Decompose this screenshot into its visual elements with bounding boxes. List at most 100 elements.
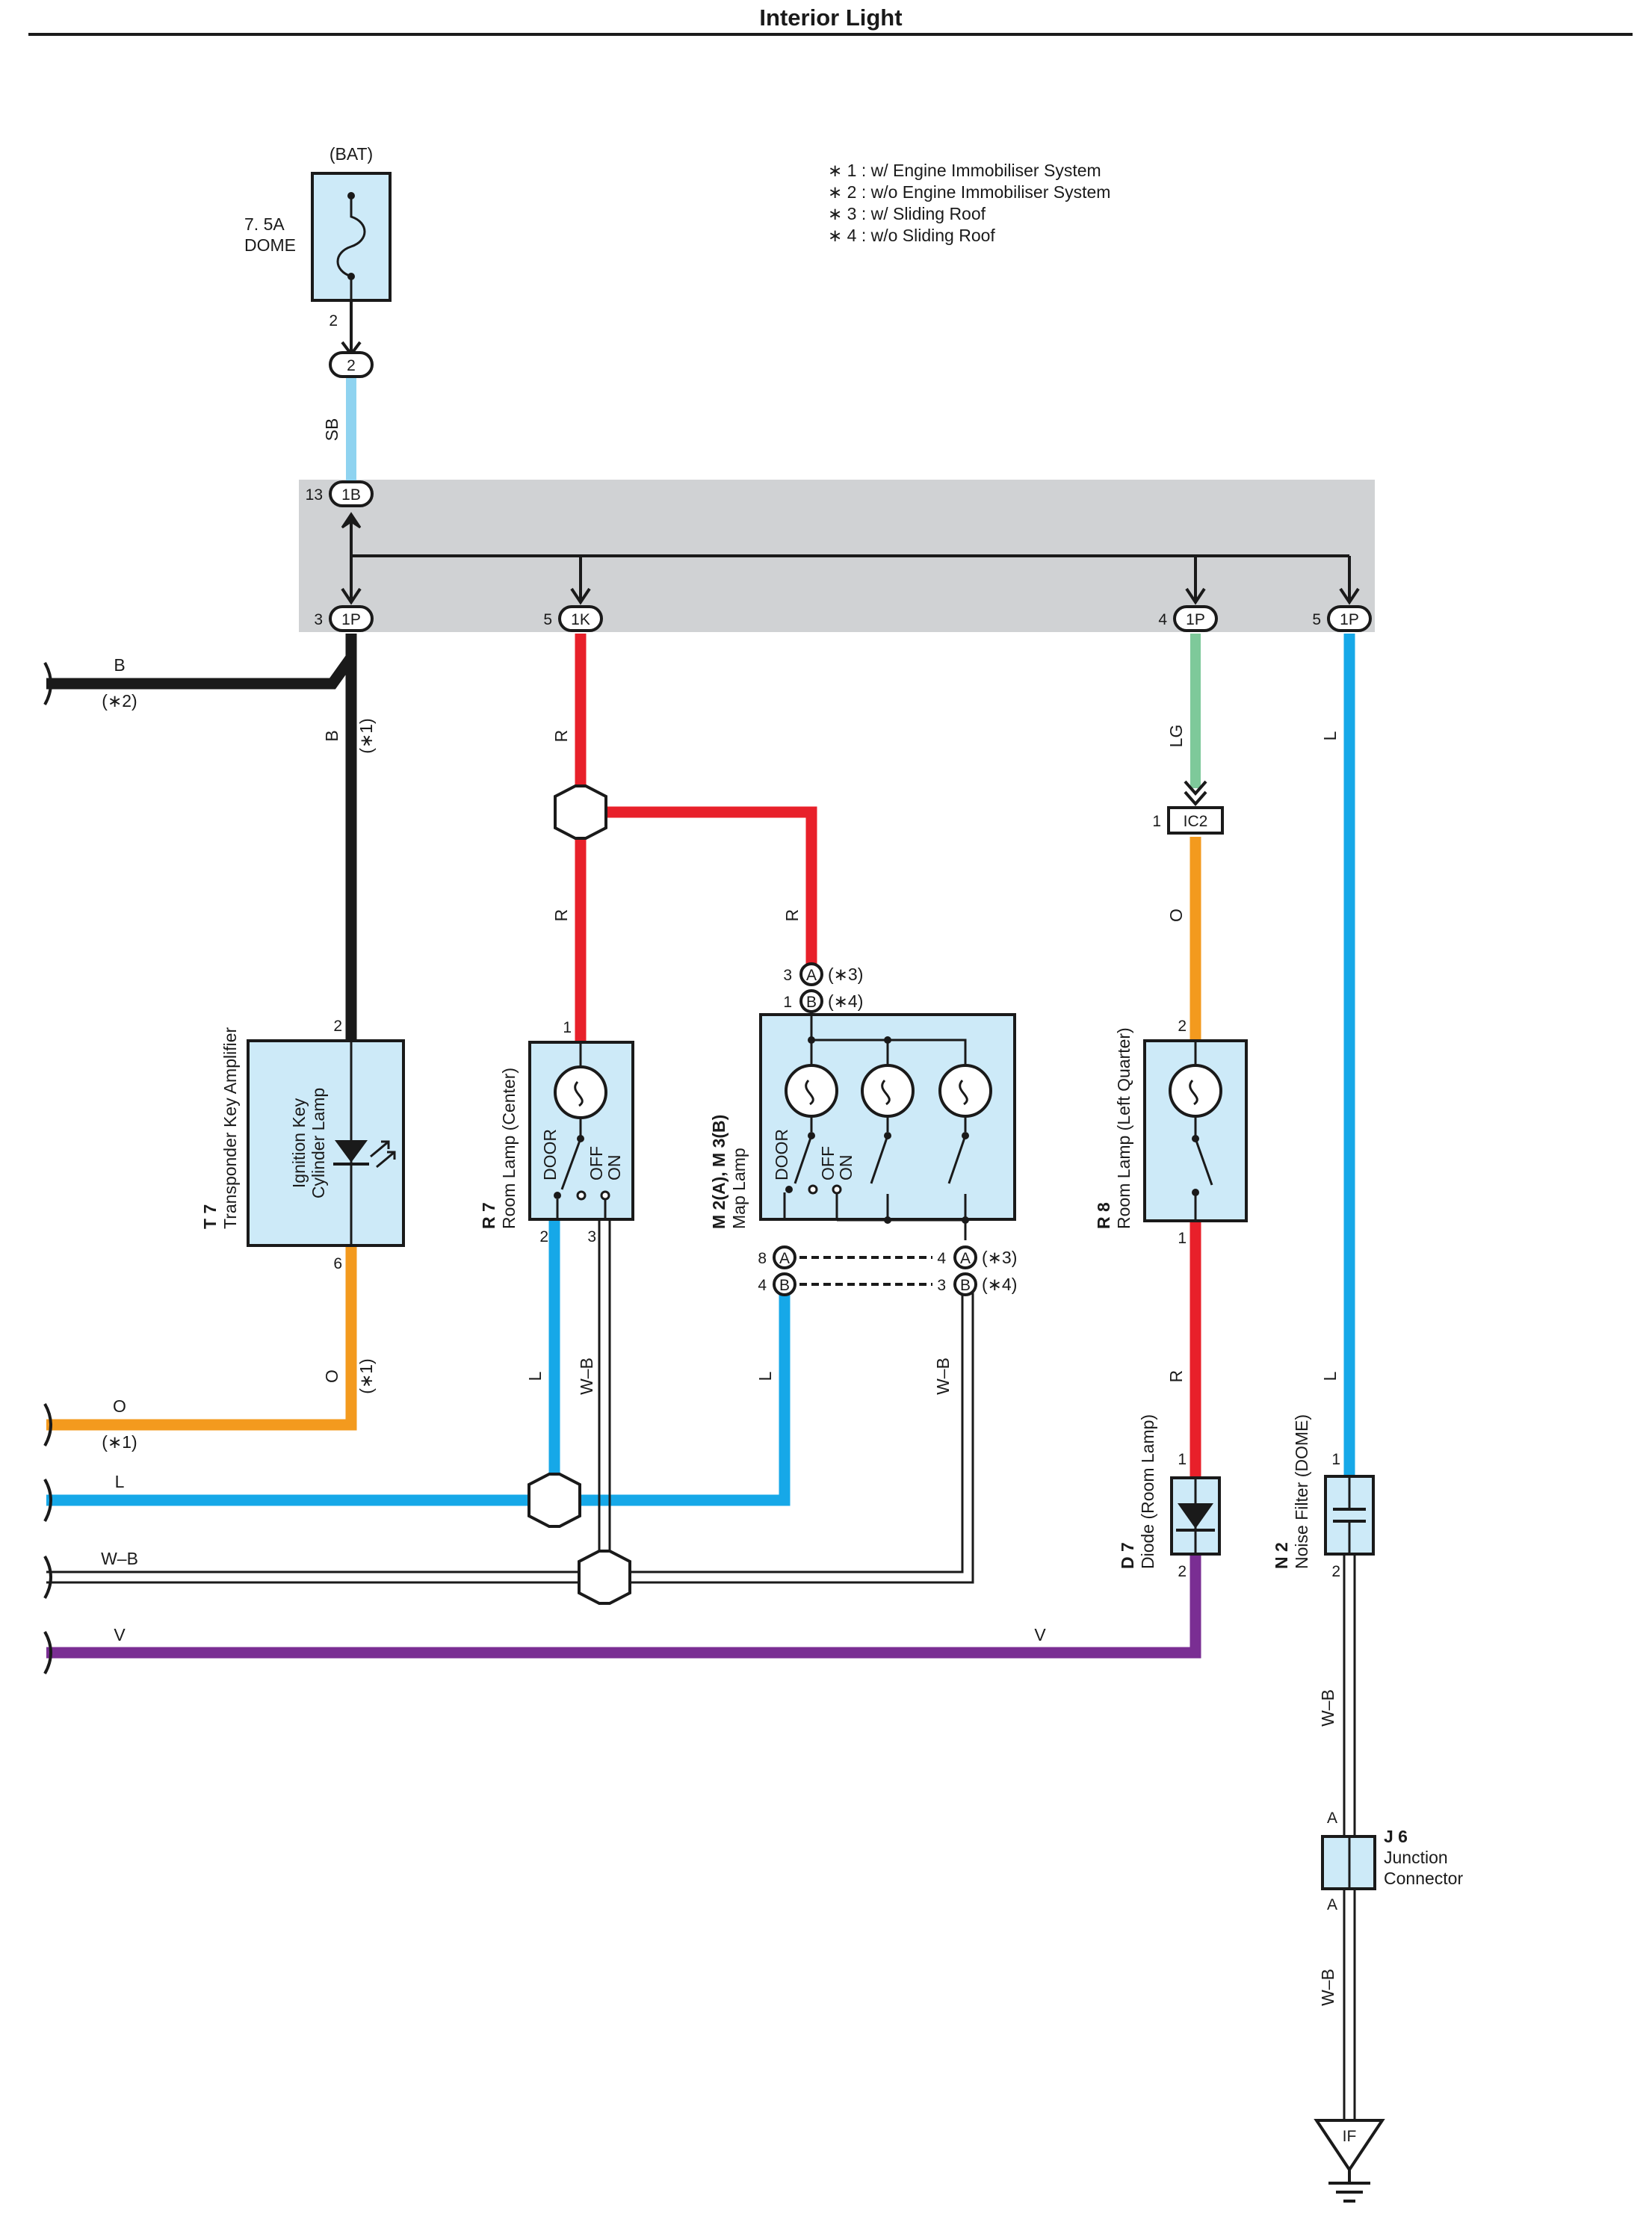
connector-1p-5: 1P (1327, 605, 1372, 632)
connector-1p-3-pin: 3 (314, 611, 323, 628)
fuse-source-label: (BAT) (330, 144, 373, 164)
ic2-pin-label: 1 (1152, 813, 1161, 830)
r8-name: Room Lamp (Left Quarter) (1114, 1027, 1133, 1229)
map-top-a-pin: 3 (783, 967, 792, 984)
r8-pin-top: 2 (1178, 1018, 1187, 1035)
t7-inner-label-1: Ignition Key (289, 1098, 309, 1188)
r7-switch-off: OFF (587, 1146, 606, 1180)
map-br-note3: (∗3) (982, 1248, 1017, 1267)
wire-wb-n2-label: W–B (1318, 1689, 1337, 1727)
wire-wb-ground (1343, 1554, 1356, 2120)
j6-pin-top: A (1327, 1810, 1337, 1827)
map-lamp-code: M 2(A), M 3(B) (709, 1115, 728, 1229)
r7-pin-top: 1 (563, 1019, 572, 1036)
wire-l-label: L (1320, 731, 1340, 740)
map-br-a-pin: 4 (937, 1250, 946, 1267)
wire-wb (46, 1219, 974, 1584)
r7-name: Room Lamp (Center) (499, 1068, 519, 1229)
left-end-v-label: V (114, 1625, 126, 1644)
wire-b-label: B (322, 730, 341, 741)
svg-text:1P: 1P (1340, 611, 1359, 628)
notes-legend: ∗ 1 : w/ Engine Immobiliser System ∗ 2 :… (828, 161, 1110, 245)
svg-text:1B: 1B (341, 486, 361, 504)
map-br-b-pin: 3 (937, 1277, 946, 1294)
svg-text:1K: 1K (571, 611, 590, 628)
r8-component (1143, 1039, 1248, 1222)
n2-name: Noise Filter (DOME) (1292, 1414, 1311, 1569)
connector-1b-pin: 13 (306, 486, 323, 504)
r7-code: R 7 (479, 1202, 498, 1229)
wire-b-left (46, 654, 356, 690)
wire-l-n2-label: L (1320, 1371, 1340, 1381)
fuse-pin-label: 2 (329, 312, 338, 329)
svg-text:1P: 1P (341, 611, 361, 628)
wire-wb-r7-label: W–B (577, 1358, 596, 1395)
connector-1p-3: 1P (329, 605, 374, 632)
page-title: Interior Light (759, 4, 902, 31)
connector-1p-5-pin: 5 (1312, 611, 1321, 628)
ground-label: IF (1343, 2128, 1357, 2145)
map-switch-on: ON (836, 1155, 856, 1181)
j6-name-2: Connector (1384, 1869, 1463, 1888)
ic2-arrow (1184, 780, 1207, 807)
map-switch-door: DOOR (772, 1129, 791, 1180)
t7-code: T 7 (200, 1204, 220, 1229)
ic2-connector (1167, 806, 1224, 835)
wire-o-left (46, 1245, 357, 1431)
note-4: ∗ 4 : w/o Sliding Roof (828, 226, 995, 245)
map-br-conn-b: B (960, 1277, 971, 1294)
wire-o-t7-note: (∗1) (356, 1358, 376, 1393)
r8-code: R 8 (1094, 1202, 1113, 1229)
map-br-note4: (∗4) (982, 1275, 1017, 1294)
map-lamp-component (759, 1013, 1016, 1240)
map-top-conn-a: A (806, 967, 817, 984)
r7-switch-door: DOOR (540, 1129, 560, 1180)
wire-lg-label: LG (1166, 725, 1186, 748)
wire-wb-map-label: W–B (933, 1358, 953, 1395)
t7-inner-label-2: Cylinder Lamp (309, 1088, 328, 1198)
left-end-o-label: O (113, 1396, 126, 1416)
fuse-rating-label: 7. 5A (244, 214, 285, 234)
r7-pin-l: 2 (539, 1228, 548, 1245)
n2-pin-bottom: 2 (1331, 1563, 1340, 1580)
map-lamp-top-connectors (799, 962, 823, 1015)
wire-v-label: V (1034, 1625, 1046, 1644)
d7-pin-top: 1 (1178, 1451, 1187, 1468)
ground-symbol (1314, 2119, 1385, 2203)
r7-pin-wb: 3 (587, 1228, 596, 1245)
wire-v (46, 1554, 1201, 1659)
t7-name: Transponder Key Amplifier (220, 1027, 240, 1229)
connector-1p-4: 1P (1173, 605, 1218, 632)
wire-l-left (46, 1219, 560, 1506)
d7-component (1170, 1476, 1221, 1556)
t7-pin-bottom: 6 (333, 1255, 342, 1272)
fuse-connector (329, 351, 374, 378)
d7-name: Diode (Room Lamp) (1138, 1414, 1157, 1569)
connector-1k-5: 1K (558, 605, 603, 632)
map-bl-conn-a: A (779, 1250, 790, 1267)
r7-component (528, 1041, 634, 1221)
fuse-connector-label: 2 (347, 357, 356, 374)
map-top-conn-b: B (806, 994, 817, 1011)
map-br-conn-a: A (960, 1250, 971, 1267)
note-2: ∗ 2 : w/o Engine Immobiliser System (828, 182, 1110, 202)
wire-l-map (554, 1293, 791, 1506)
splice-points (528, 784, 631, 1605)
t7-pin-top: 2 (333, 1018, 342, 1035)
j6-component (1321, 1835, 1376, 1890)
wire-o-label: O (1166, 909, 1186, 922)
ic2-connector-label: IC2 (1184, 813, 1208, 830)
junction-bus (350, 514, 1351, 601)
map-bl-conn-b: B (779, 1277, 790, 1294)
left-end-b-note: (∗2) (102, 691, 137, 711)
left-end-wb-label: W–B (101, 1549, 138, 1568)
n2-component (1324, 1475, 1375, 1556)
connector-1k-5-pin: 5 (543, 611, 552, 628)
wire-l-r7-label: L (525, 1371, 545, 1381)
map-top-note4: (∗4) (828, 991, 863, 1011)
fuse-dome (311, 172, 392, 357)
left-wire-ends (43, 662, 52, 1674)
note-1: ∗ 1 : w/ Engine Immobiliser System (828, 161, 1101, 180)
